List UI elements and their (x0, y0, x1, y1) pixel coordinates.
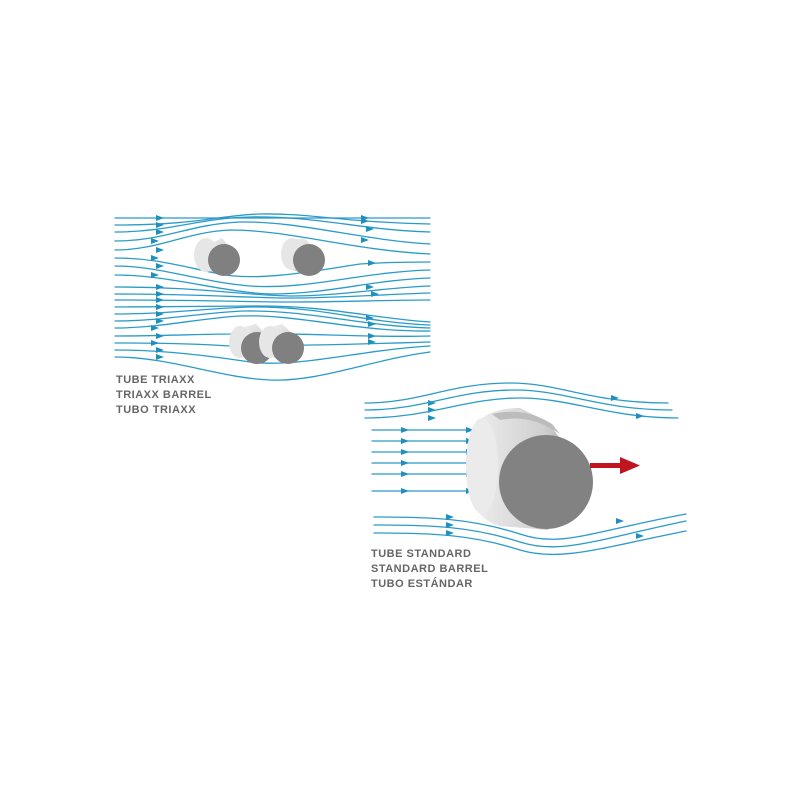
streamline (373, 530, 687, 556)
motion-arrow (590, 457, 640, 474)
flow-arrowhead (361, 218, 369, 224)
flow-arrowhead (636, 413, 644, 419)
flow-arrowhead (366, 315, 374, 321)
flow-arrowhead (156, 304, 164, 310)
flow-arrowhead (371, 291, 379, 297)
standard-caption: TUBE STANDARD STANDARD BARREL TUBO ESTÁN… (371, 547, 488, 592)
flow-arrowhead (446, 514, 454, 520)
streamline (114, 265, 431, 288)
flow-arrowhead (466, 427, 474, 433)
flow-arrowhead (156, 347, 164, 353)
streamline (114, 274, 431, 295)
flow-arrowhead (401, 460, 409, 466)
standard-caption-line: TUBE STANDARD (371, 548, 472, 560)
triaxx-caption: TUBE TRIAXX TRIAXX BARREL TUBO TRIAXX (116, 373, 212, 418)
streamline (114, 351, 431, 381)
streamline (114, 257, 431, 278)
flow-arrowhead (156, 297, 164, 303)
triaxx-caption-line: TUBE TRIAXX (116, 374, 195, 386)
flow-arrowhead (156, 215, 164, 221)
flow-arrowhead (401, 427, 409, 433)
streamline (373, 520, 687, 548)
streamline (364, 389, 673, 411)
flow-arrowhead (151, 340, 159, 346)
flow-arrowhead (156, 263, 164, 269)
flow-arrowhead (151, 238, 159, 244)
flow-arrowhead (156, 311, 164, 317)
cylinder (259, 324, 304, 364)
flow-arrowhead (156, 318, 164, 324)
flow-arrowhead (446, 522, 454, 528)
flow-arrowhead (156, 291, 164, 297)
flow-arrowhead (366, 284, 374, 290)
flow-arrowhead (401, 488, 409, 494)
flow-arrowhead (156, 222, 164, 228)
standard-streamlines (364, 382, 687, 556)
streamline (114, 305, 431, 323)
standard-caption-line: STANDARD BARREL (371, 563, 489, 575)
triaxx-caption-line: TRIAXX BARREL (116, 389, 212, 401)
triaxx-caption-line: TUBO TRIAXX (116, 404, 197, 416)
flow-arrowhead (361, 237, 369, 243)
flow-arrowhead (446, 530, 454, 536)
flow-arrowhead (156, 354, 164, 360)
streamline (114, 221, 431, 245)
streamline (114, 299, 431, 303)
flow-arrowhead (611, 395, 619, 401)
flow-arrowhead (368, 339, 376, 345)
flow-arrowhead (368, 333, 376, 339)
flow-arrowhead (156, 229, 164, 235)
standard-barrel-cylinder (466, 408, 593, 530)
triaxx-streamlines (114, 213, 431, 381)
streamline (114, 285, 431, 297)
triaxx-barrel-cylinders (194, 238, 325, 364)
flow-arrowhead (428, 400, 436, 406)
flow-arrowhead (151, 325, 159, 331)
flow-arrowhead (368, 321, 376, 327)
flow-arrowhead (151, 255, 159, 261)
streamline (114, 315, 431, 332)
streamline (114, 216, 431, 233)
streamline (114, 306, 431, 326)
flow-arrowhead (151, 272, 159, 278)
streamline (114, 292, 431, 299)
flow-arrowhead (636, 533, 644, 539)
streamline (364, 397, 679, 419)
streamline (364, 382, 669, 404)
flow-arrowhead (366, 226, 374, 232)
standard-caption-line: TUBO ESTÁNDAR (371, 578, 473, 590)
flow-arrowhead (401, 438, 409, 444)
flow-arrowhead (368, 260, 376, 266)
cylinder (194, 238, 240, 276)
flow-arrowhead (156, 333, 164, 339)
streamline (114, 229, 431, 255)
cylinder (281, 238, 325, 276)
flow-arrowhead (401, 449, 409, 455)
flow-arrowhead (428, 415, 436, 421)
streamline (373, 513, 687, 540)
flow-arrowhead (401, 471, 409, 477)
flow-arrowhead (156, 284, 164, 290)
flow-arrowhead (156, 247, 164, 253)
flow-arrowhead (616, 518, 624, 524)
